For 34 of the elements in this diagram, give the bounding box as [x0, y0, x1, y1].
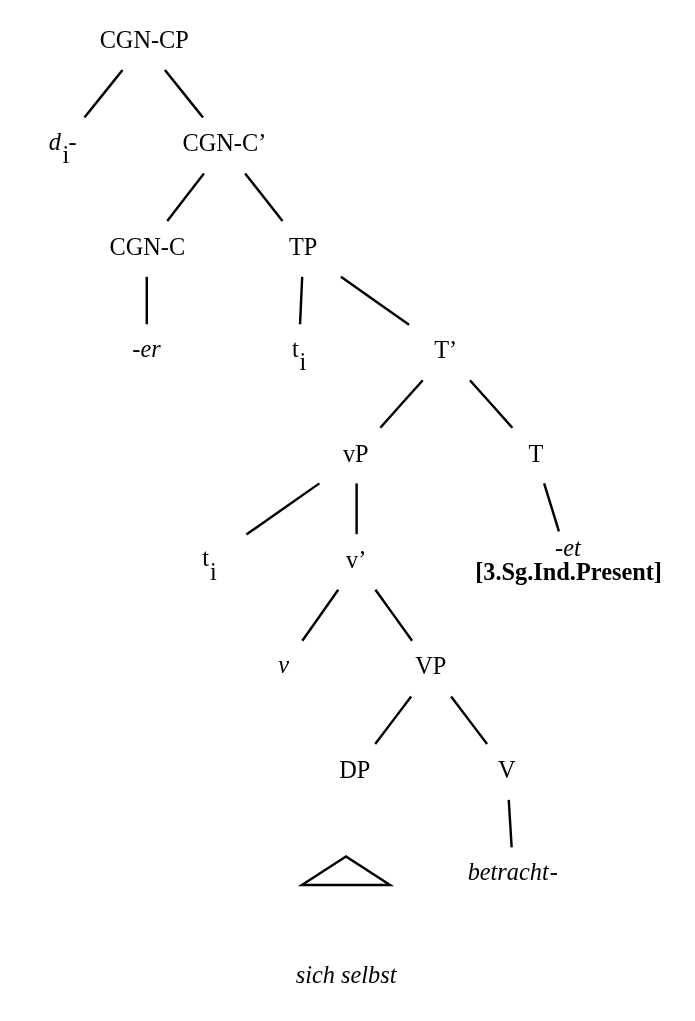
node-text: -et [3.Sg.Ind.Present]	[475, 533, 662, 586]
node-text: CGN-C	[109, 232, 186, 260]
connector	[542, 483, 561, 532]
node-text: -er	[132, 334, 161, 362]
node-text: CGN-C’	[182, 129, 267, 157]
connector	[166, 172, 205, 222]
node-text: betracht-	[467, 857, 558, 885]
node-text: TP	[288, 232, 318, 260]
node-text: v’	[345, 545, 367, 573]
node-triangle	[297, 855, 395, 887]
node-text: v	[278, 650, 290, 678]
node-text: CGN-CP	[99, 25, 189, 53]
node-text: T	[528, 439, 544, 467]
connector	[301, 589, 340, 642]
connector	[469, 379, 514, 429]
node-text: T’	[434, 336, 458, 364]
node-label: sich selbst	[295, 961, 397, 989]
connector	[507, 799, 513, 848]
connector	[374, 695, 413, 745]
connector	[83, 69, 124, 119]
connector	[379, 379, 424, 429]
connector	[450, 695, 489, 745]
node-text: DP	[339, 755, 371, 783]
connector	[374, 589, 414, 642]
connector	[163, 69, 204, 119]
connector	[245, 482, 321, 536]
node-text: vP	[342, 439, 369, 467]
connector	[355, 483, 358, 535]
node-text: V	[498, 755, 516, 783]
node-text: VP	[415, 652, 447, 680]
connector	[244, 172, 284, 222]
connector	[340, 275, 410, 326]
connector	[145, 276, 148, 325]
connector	[298, 276, 304, 325]
